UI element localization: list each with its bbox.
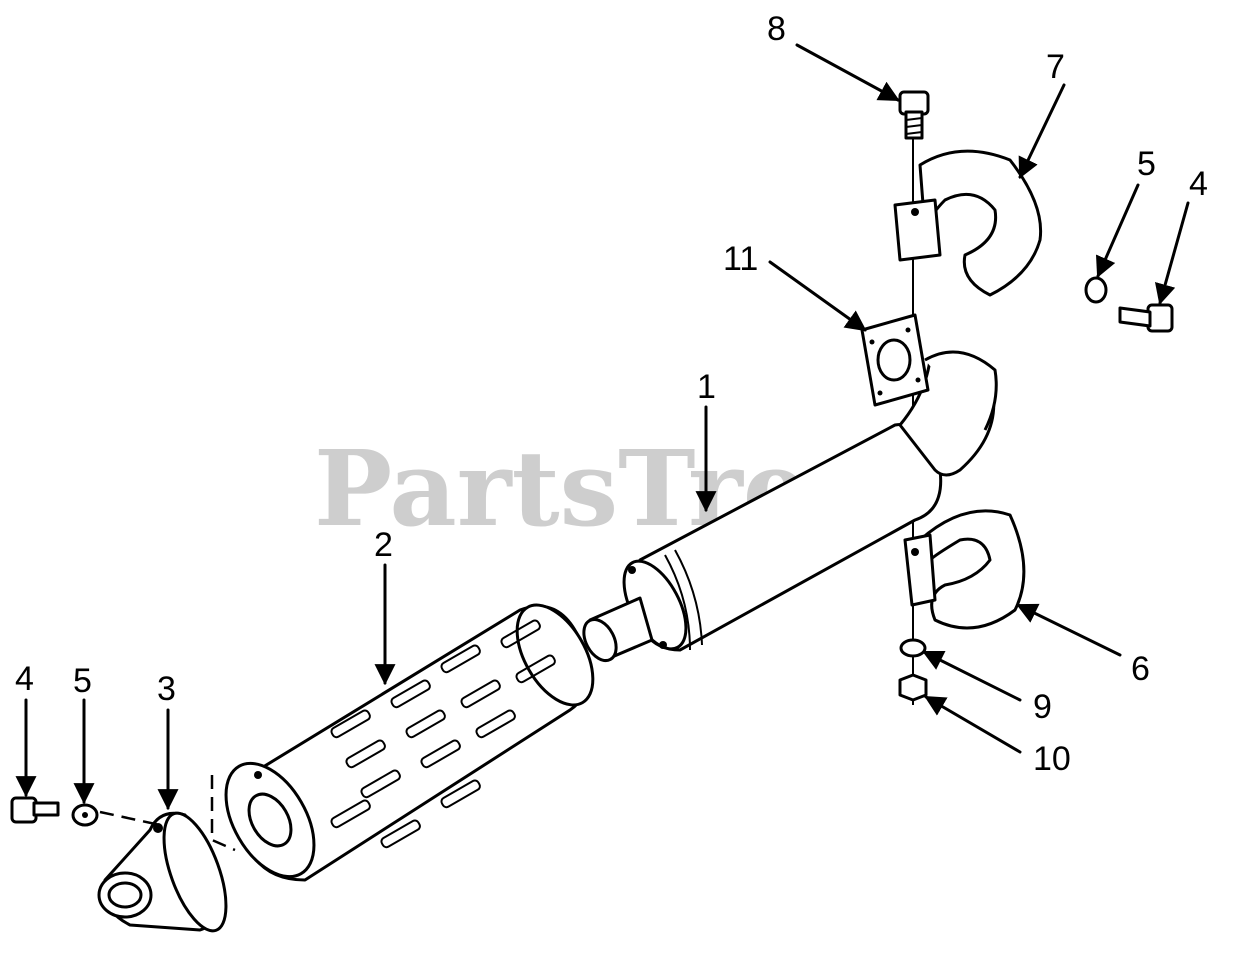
callout-3: 3: [157, 670, 176, 708]
bolt-right: [1118, 303, 1174, 333]
washer-bottom: [899, 638, 927, 658]
leader-lines: [15, 43, 1190, 811]
callout-2: 2: [374, 526, 393, 564]
washer-left: [71, 803, 99, 827]
callout-7: 7: [1046, 48, 1065, 86]
callout-1: 1: [697, 368, 716, 406]
heat-shield: [224, 603, 595, 882]
bolt-left: [10, 796, 60, 824]
nut-bottom: [898, 673, 928, 702]
washer-right: [1084, 276, 1108, 304]
callout-5-left: 5: [73, 662, 92, 700]
tail-pipe: [97, 811, 228, 933]
alignment-line-left: [99, 810, 161, 827]
callout-4-left: 4: [15, 660, 34, 698]
callout-10: 10: [1033, 740, 1071, 778]
gasket: [860, 313, 930, 407]
callout-6: 6: [1131, 650, 1150, 688]
upper-clamp: [893, 149, 1043, 297]
lower-clamp: [903, 509, 1026, 630]
callout-11: 11: [723, 240, 758, 278]
callout-4-right: 4: [1189, 165, 1208, 203]
bolt-top: [898, 90, 930, 140]
callout-9: 9: [1033, 688, 1052, 726]
callout-5-right: 5: [1137, 145, 1156, 183]
callout-labels: 1 2 3 4 5 4 5 6 7 8 9 10 11: [15, 10, 1208, 778]
muffler-body: [582, 350, 998, 663]
callout-8: 8: [767, 10, 786, 48]
